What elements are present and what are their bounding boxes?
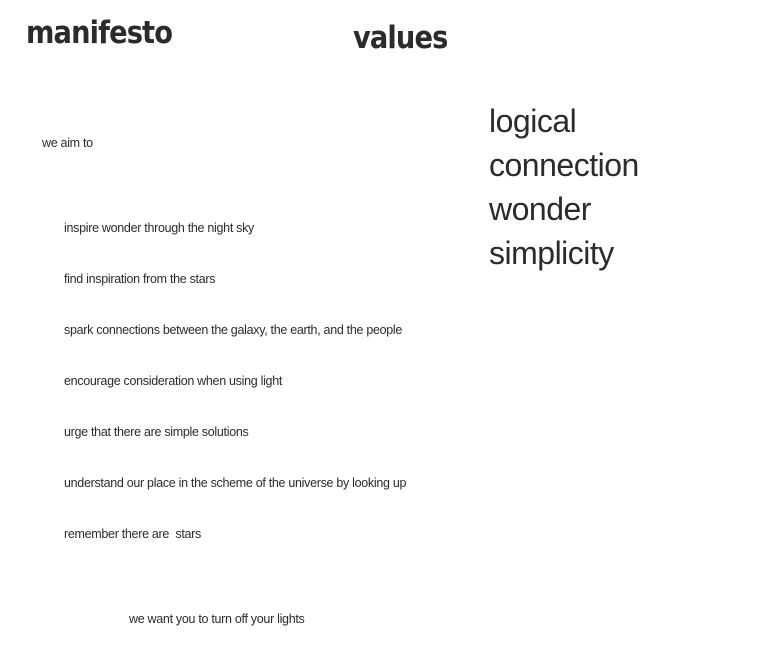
aim-item: remember there are stars — [64, 527, 201, 541]
aim-item: find inspiration from the stars — [64, 272, 216, 286]
manifesto-text: we aim to inspire wonder through the nig… — [42, 101, 406, 645]
manifesto-closing: we want you to turn off your lights — [129, 612, 305, 626]
value-item: logical — [489, 103, 577, 139]
aims-list: inspire wonder through the night sky fin… — [42, 186, 406, 577]
value-item: connection — [489, 147, 639, 183]
value-item: simplicity — [489, 235, 614, 271]
values-list: logical connection wonder simplicity — [489, 99, 639, 275]
aim-item: understand our place in the scheme of th… — [64, 476, 407, 490]
manifesto-heading: manifesto — [26, 15, 173, 51]
manifesto-intro: we aim to — [42, 136, 93, 150]
values-heading: values — [353, 20, 448, 56]
aim-item: encourage consideration when using light — [64, 374, 283, 388]
aim-item: inspire wonder through the night sky — [64, 221, 255, 235]
aim-item: spark connections between the galaxy, th… — [64, 323, 403, 337]
aim-item: urge that there are simple solutions — [64, 425, 249, 439]
value-item: wonder — [489, 191, 591, 227]
